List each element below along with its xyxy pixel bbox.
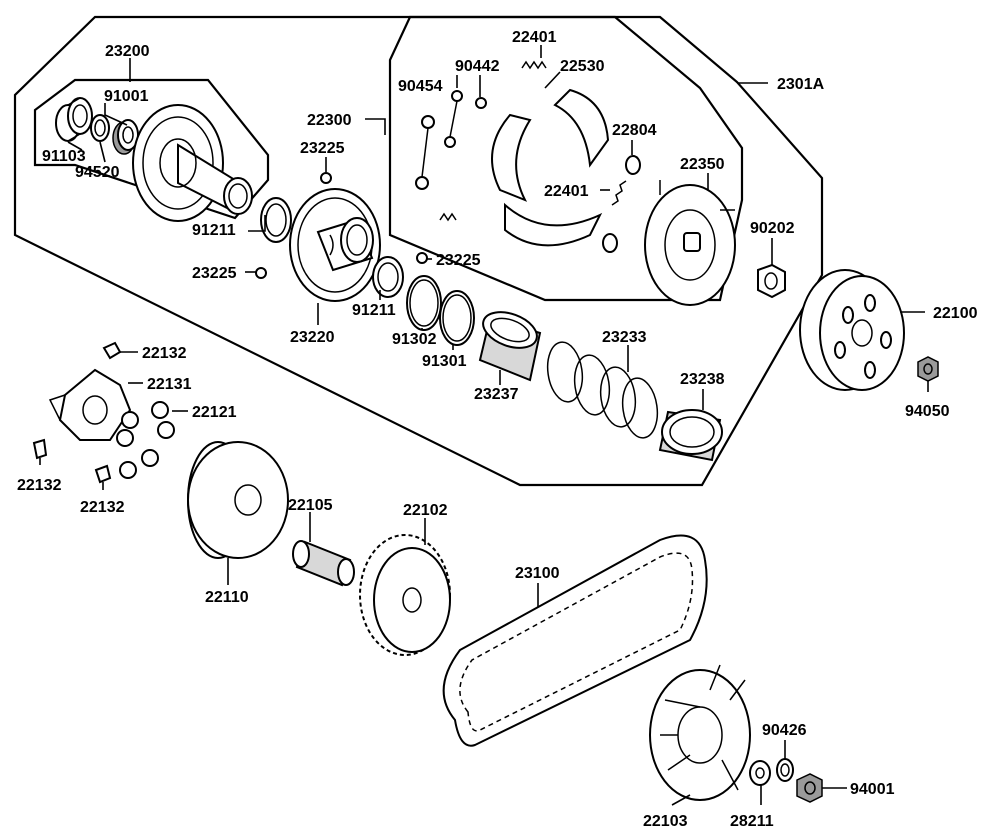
label-90426: 90426 — [762, 722, 807, 739]
fan-22103 — [649, 664, 751, 801]
slider-22132-left — [32, 438, 48, 460]
label-91211-b: 91211 — [352, 302, 396, 319]
bushing-22105 — [292, 540, 355, 587]
slider-22132-top — [102, 341, 122, 360]
label-22401-b: 22401 — [544, 183, 589, 200]
label-22103: 22103 — [643, 813, 688, 830]
damper-22804 — [602, 155, 641, 253]
nut-94001 — [796, 773, 823, 803]
label-91211-a: 91211 — [192, 222, 236, 239]
label-22105: 22105 — [288, 497, 333, 514]
label-23237: 23237 — [474, 386, 519, 403]
label-28211: 28211 — [730, 813, 774, 830]
assembly-boundary-2301a — [13, 15, 824, 487]
leader-lines — [39, 45, 929, 806]
v-belt-23100 — [442, 534, 708, 747]
pin-23225-a — [320, 172, 332, 184]
label-23225-a: 23225 — [300, 140, 345, 157]
label-23225-c: 23225 — [436, 252, 481, 269]
label-23233: 23233 — [602, 329, 647, 346]
spring-22401-top — [521, 60, 547, 70]
label-94001: 94001 — [850, 781, 895, 798]
label-22530: 22530 — [560, 58, 605, 75]
drive-face-22110 — [187, 441, 289, 559]
movable-driven-face-23220 — [289, 188, 381, 302]
label-22401-a: 22401 — [512, 29, 557, 46]
nut-94050 — [917, 356, 939, 382]
spring-22401-mid — [439, 180, 627, 222]
label-91301: 91301 — [422, 353, 467, 370]
drive-pulley-22102 — [359, 534, 451, 656]
label-22132-b: 22132 — [17, 477, 62, 494]
assembly-boundary-23200 — [33, 78, 270, 220]
label-90454: 90454 — [398, 78, 443, 95]
spring-23233 — [546, 341, 659, 439]
washer-90426 — [776, 758, 794, 782]
weight-rollers-22121 — [116, 401, 175, 479]
label-23220: 23220 — [290, 329, 335, 346]
pin-23225-c — [416, 252, 428, 264]
bearing-91001 — [112, 119, 139, 155]
label-22132-a: 22132 — [142, 345, 187, 362]
label-22350: 22350 — [680, 156, 725, 173]
washer-90442 — [444, 90, 487, 148]
label-2301a: 2301A — [777, 76, 825, 93]
label-22804: 22804 — [612, 122, 657, 139]
label-90442: 90442 — [455, 58, 500, 75]
label-91001: 91001 — [104, 88, 149, 105]
washer-28211 — [749, 760, 771, 786]
bearing-91103 — [55, 97, 93, 142]
label-22300: 22300 — [307, 112, 352, 129]
clutch-shoe-22530 — [491, 88, 610, 247]
pin-23225-b — [255, 267, 267, 279]
label-22132-c: 22132 — [80, 499, 125, 516]
label-22131: 22131 — [147, 376, 192, 393]
label-23100: 23100 — [515, 565, 560, 582]
nut-90202 — [757, 263, 786, 299]
spring-seat-23238 — [658, 409, 723, 462]
oil-seal-94520 — [90, 114, 110, 142]
label-94520: 94520 — [75, 164, 120, 181]
collar-23237 — [478, 311, 542, 382]
driven-face-23200 — [132, 104, 253, 222]
label-23225-b: 23225 — [192, 265, 237, 282]
clutch-plate-22350 — [644, 180, 736, 306]
label-91302: 91302 — [392, 331, 437, 348]
seal-91211-b — [372, 256, 404, 298]
label-94050: 94050 — [905, 403, 950, 420]
clutch-outer-22100 — [799, 269, 905, 391]
o-ring-91302 — [406, 275, 442, 331]
label-22121: 22121 — [192, 404, 237, 421]
label-90202: 90202 — [750, 220, 795, 237]
pin-90454 — [415, 115, 435, 190]
label-23238: 23238 — [680, 371, 725, 388]
label-23200: 23200 — [105, 43, 150, 60]
seal-91211-a — [260, 197, 292, 243]
slider-22132-bottom — [94, 464, 112, 484]
label-22100: 22100 — [933, 305, 978, 322]
label-22110: 22110 — [205, 589, 249, 606]
label-91103: 91103 — [42, 148, 86, 165]
o-ring-91301 — [439, 290, 475, 346]
ramp-plate-22131 — [48, 368, 132, 441]
label-22102: 22102 — [403, 502, 448, 519]
